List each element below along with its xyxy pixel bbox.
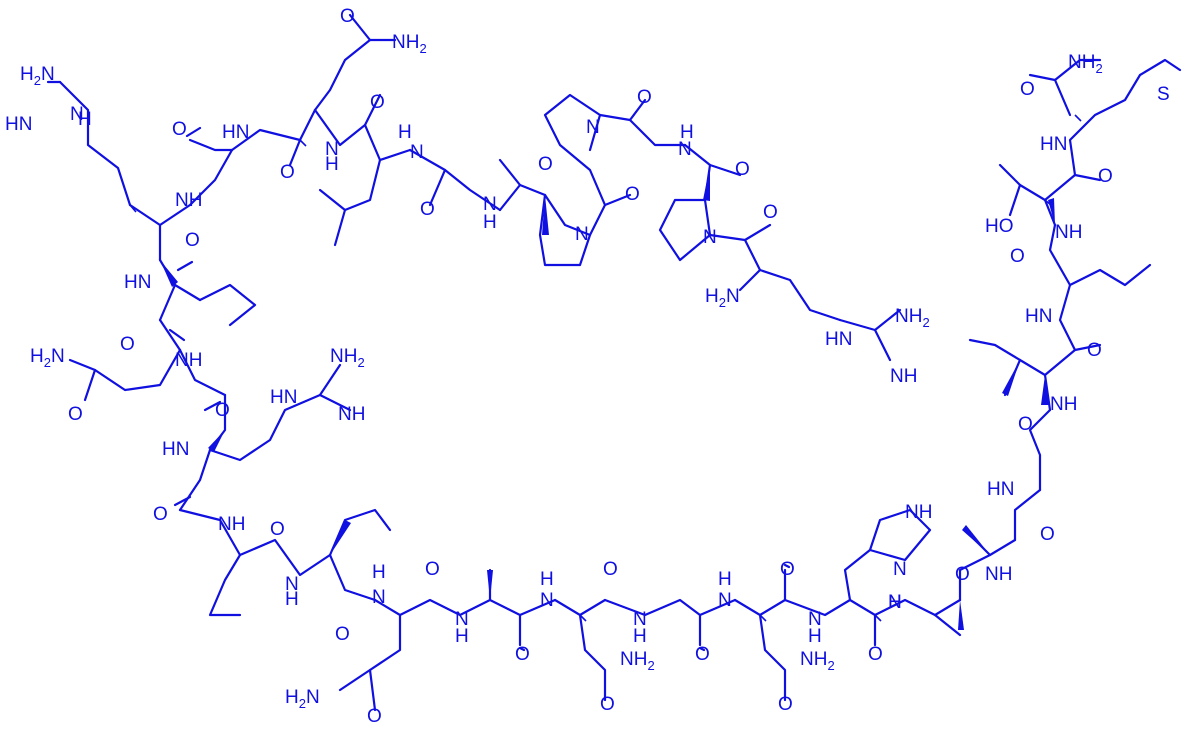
atom-label-nh: NH [175,350,202,371]
atom-label-o: O [1020,79,1035,100]
atom-label-h: H [888,592,902,613]
atom-label-h2n: H2N [20,64,55,88]
atom-label-h: H [285,589,299,610]
atom-label-n: N [70,104,84,125]
atom-label-h: H [455,626,469,647]
atom-label-n: N [808,609,822,630]
atom-label-o: O [425,559,440,580]
atom-label-hn: HN [222,122,249,143]
atom-label-n: N [540,590,554,611]
atom-label-o: O [370,92,385,113]
atom-label-n: N [455,609,469,630]
atom-label-n: N [703,227,717,248]
atom-label-o: O [215,400,230,421]
atom-label-o: O [1098,166,1113,187]
atom-label-nh: NH [218,514,245,535]
atom-label-h: H [633,626,647,647]
atom-label-o: O [1040,524,1055,545]
atom-label-h: H [325,154,339,175]
atom-label-o: O [637,87,652,108]
atom-label-nh: NH [1055,222,1082,243]
atom-label-h2n: H2N [705,286,740,310]
atom-label-n: N [483,194,497,215]
atom-label-nh: NH [338,404,365,425]
atom-label-o: O [603,559,618,580]
atom-label-h: H [718,569,732,590]
atom-label-h2n: H2N [30,346,65,370]
atom-label-n: N [575,224,589,245]
stereo-bond-layer [129,114,1082,630]
atom-label-h: H [398,122,412,143]
atom-label-o: O [185,230,200,251]
atom-label-nh2: NH2 [895,306,930,330]
atom-label-hn: HN [5,114,32,135]
atom-label-n: N [888,592,902,613]
atom-label-o: O [780,559,795,580]
atom-label-n: N [410,142,424,163]
atom-label-o: O [335,624,350,645]
atom-label-n: N [678,139,692,160]
atom-label-o: O [280,162,295,183]
atom-label-o: O [367,706,382,727]
atom-label-o: O [735,159,750,180]
atom-label-s: S [1157,84,1170,105]
atom-label-o: O [1018,414,1033,435]
atom-label-o: O [625,184,640,205]
atom-label-o: O [868,644,883,665]
atom-label-nh2: NH2 [392,32,427,56]
atom-label-nh2: NH2 [1068,52,1103,76]
atom-label-h: H [540,569,554,590]
atom-label-o: O [120,334,135,355]
atom-label-nh2: NH2 [800,649,835,673]
atom-label-o: O [1010,246,1025,267]
atom-label-o: O [600,694,615,715]
atom-label-o: O [695,644,710,665]
atom-label-hn: HN [124,272,151,293]
atom-label-h2n: H2N [285,687,320,711]
atom-label-hn: HN [987,479,1014,500]
atom-label-nh: NH [175,190,202,211]
atom-label-nh: NH [890,366,917,387]
atom-label-hn: HN [270,387,297,408]
atom-label-hn: HN [1040,134,1067,155]
atom-label-n: N [325,139,339,160]
atom-label-ho: HO [985,216,1014,237]
atom-label-n: N [372,587,386,608]
atom-label-nh2: NH2 [330,346,365,370]
atom-label-o: O [270,519,285,540]
atom-label-o: O [778,694,793,715]
atom-label-h: H [680,122,694,143]
atom-label-nh2: NH2 [620,649,655,673]
atom-label-n: N [893,559,907,580]
atom-label-n: N [633,609,647,630]
atom-label-o: O [420,199,435,220]
atom-label-o: O [172,119,187,140]
atom-label-n: N [586,117,600,138]
atom-label-nh: H [78,109,92,130]
bond-layer [46,13,1182,712]
atom-label-h: H [808,626,822,647]
atom-label-hn: HN [1025,306,1052,327]
atom-label-nh: NH [1050,394,1077,415]
atom-label-h: H [483,212,497,233]
atom-label-n: N [718,590,732,611]
atom-label-h: H [372,562,386,583]
atom-label-hn: HN [825,329,852,350]
atom-label-hn: HN [162,439,189,460]
atom-label-o: O [68,404,83,425]
atom-label-nh: NH [905,502,932,523]
atom-label-nh: NH [985,564,1012,585]
atom-label-n: N [285,574,299,595]
atom-label-o: O [1087,340,1102,361]
atom-label-o: O [538,154,553,175]
atom-label-layer: H2N HN H N O HN NH O HN O NH H2N O O HN … [5,6,1170,727]
atom-label-o: O [955,564,970,585]
atom-label-o: O [763,202,778,223]
atom-label-o: O [515,644,530,665]
atom-label-o: O [153,504,168,525]
atom-label-o: O [340,6,355,27]
